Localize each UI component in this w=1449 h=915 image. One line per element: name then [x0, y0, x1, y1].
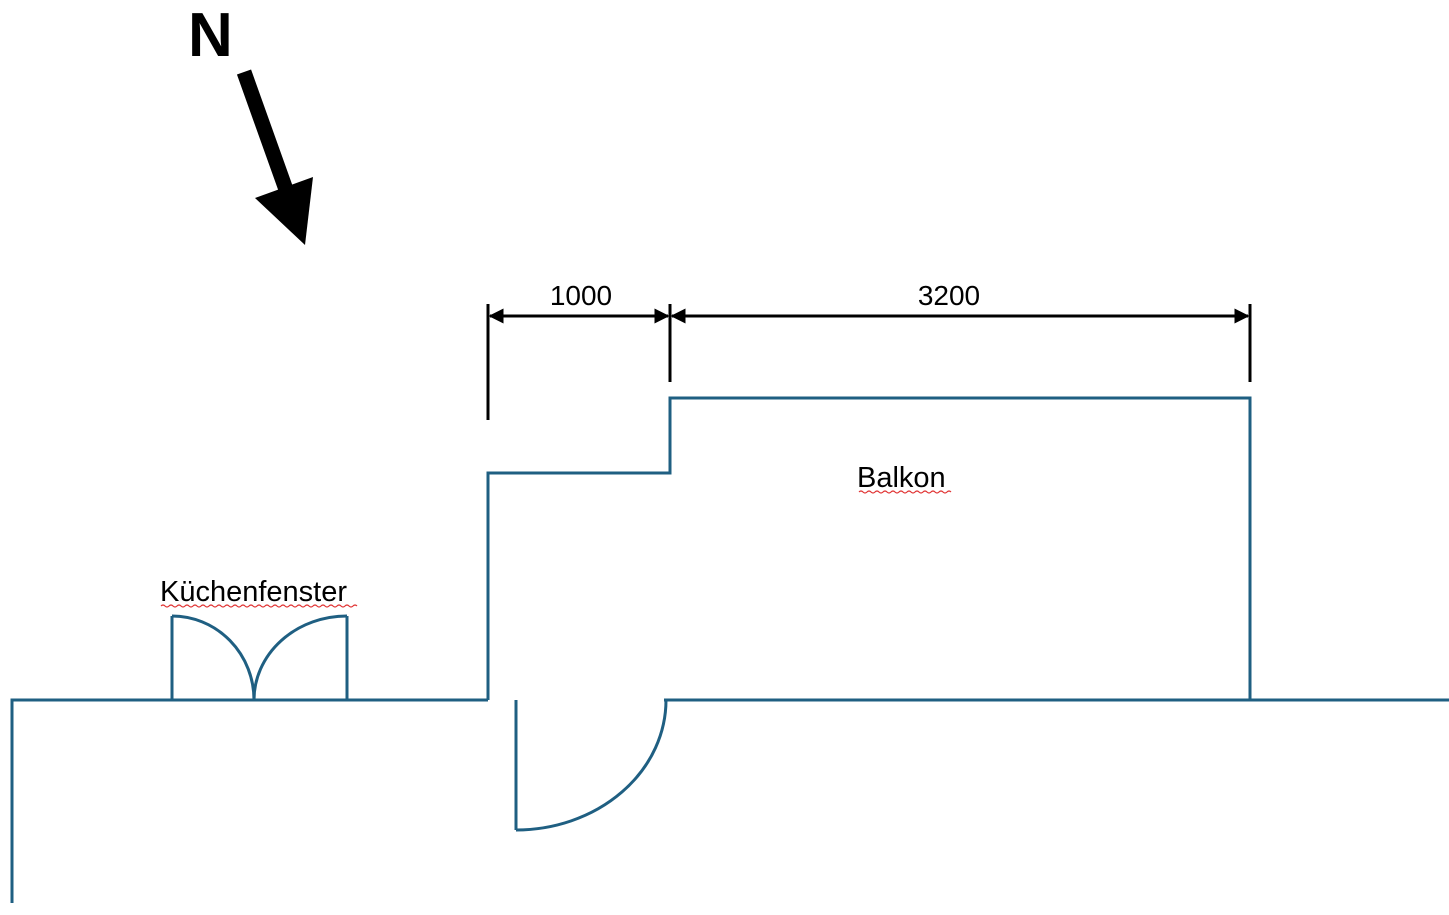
- balcony-label: Balkon: [857, 462, 946, 494]
- walls: [10, 396, 1449, 903]
- balcony-outline: [486, 396, 1252, 700]
- north-label: N: [188, 1, 233, 70]
- north-indicator: N: [188, 1, 313, 245]
- kitchen-window-spellcheck-underline: [160, 604, 358, 608]
- dimension-label-1000: 1000: [550, 280, 612, 311]
- door-swing-arc: [515, 699, 668, 832]
- dimension-lines: 1000 3200: [486, 280, 1252, 420]
- outer-wall-left: [10, 698, 488, 903]
- dimension-label-3200: 3200: [918, 280, 980, 311]
- window-casement-right-arc: [252, 614, 348, 701]
- balcony-door: [514, 699, 668, 832]
- north-arrow-icon: [236, 69, 313, 245]
- balcony-spellcheck-underline: [858, 490, 952, 494]
- kitchen-window: [170, 614, 349, 701]
- kitchen-window-label: Küchenfenster: [160, 576, 347, 608]
- window-casement-left-arc: [171, 614, 256, 701]
